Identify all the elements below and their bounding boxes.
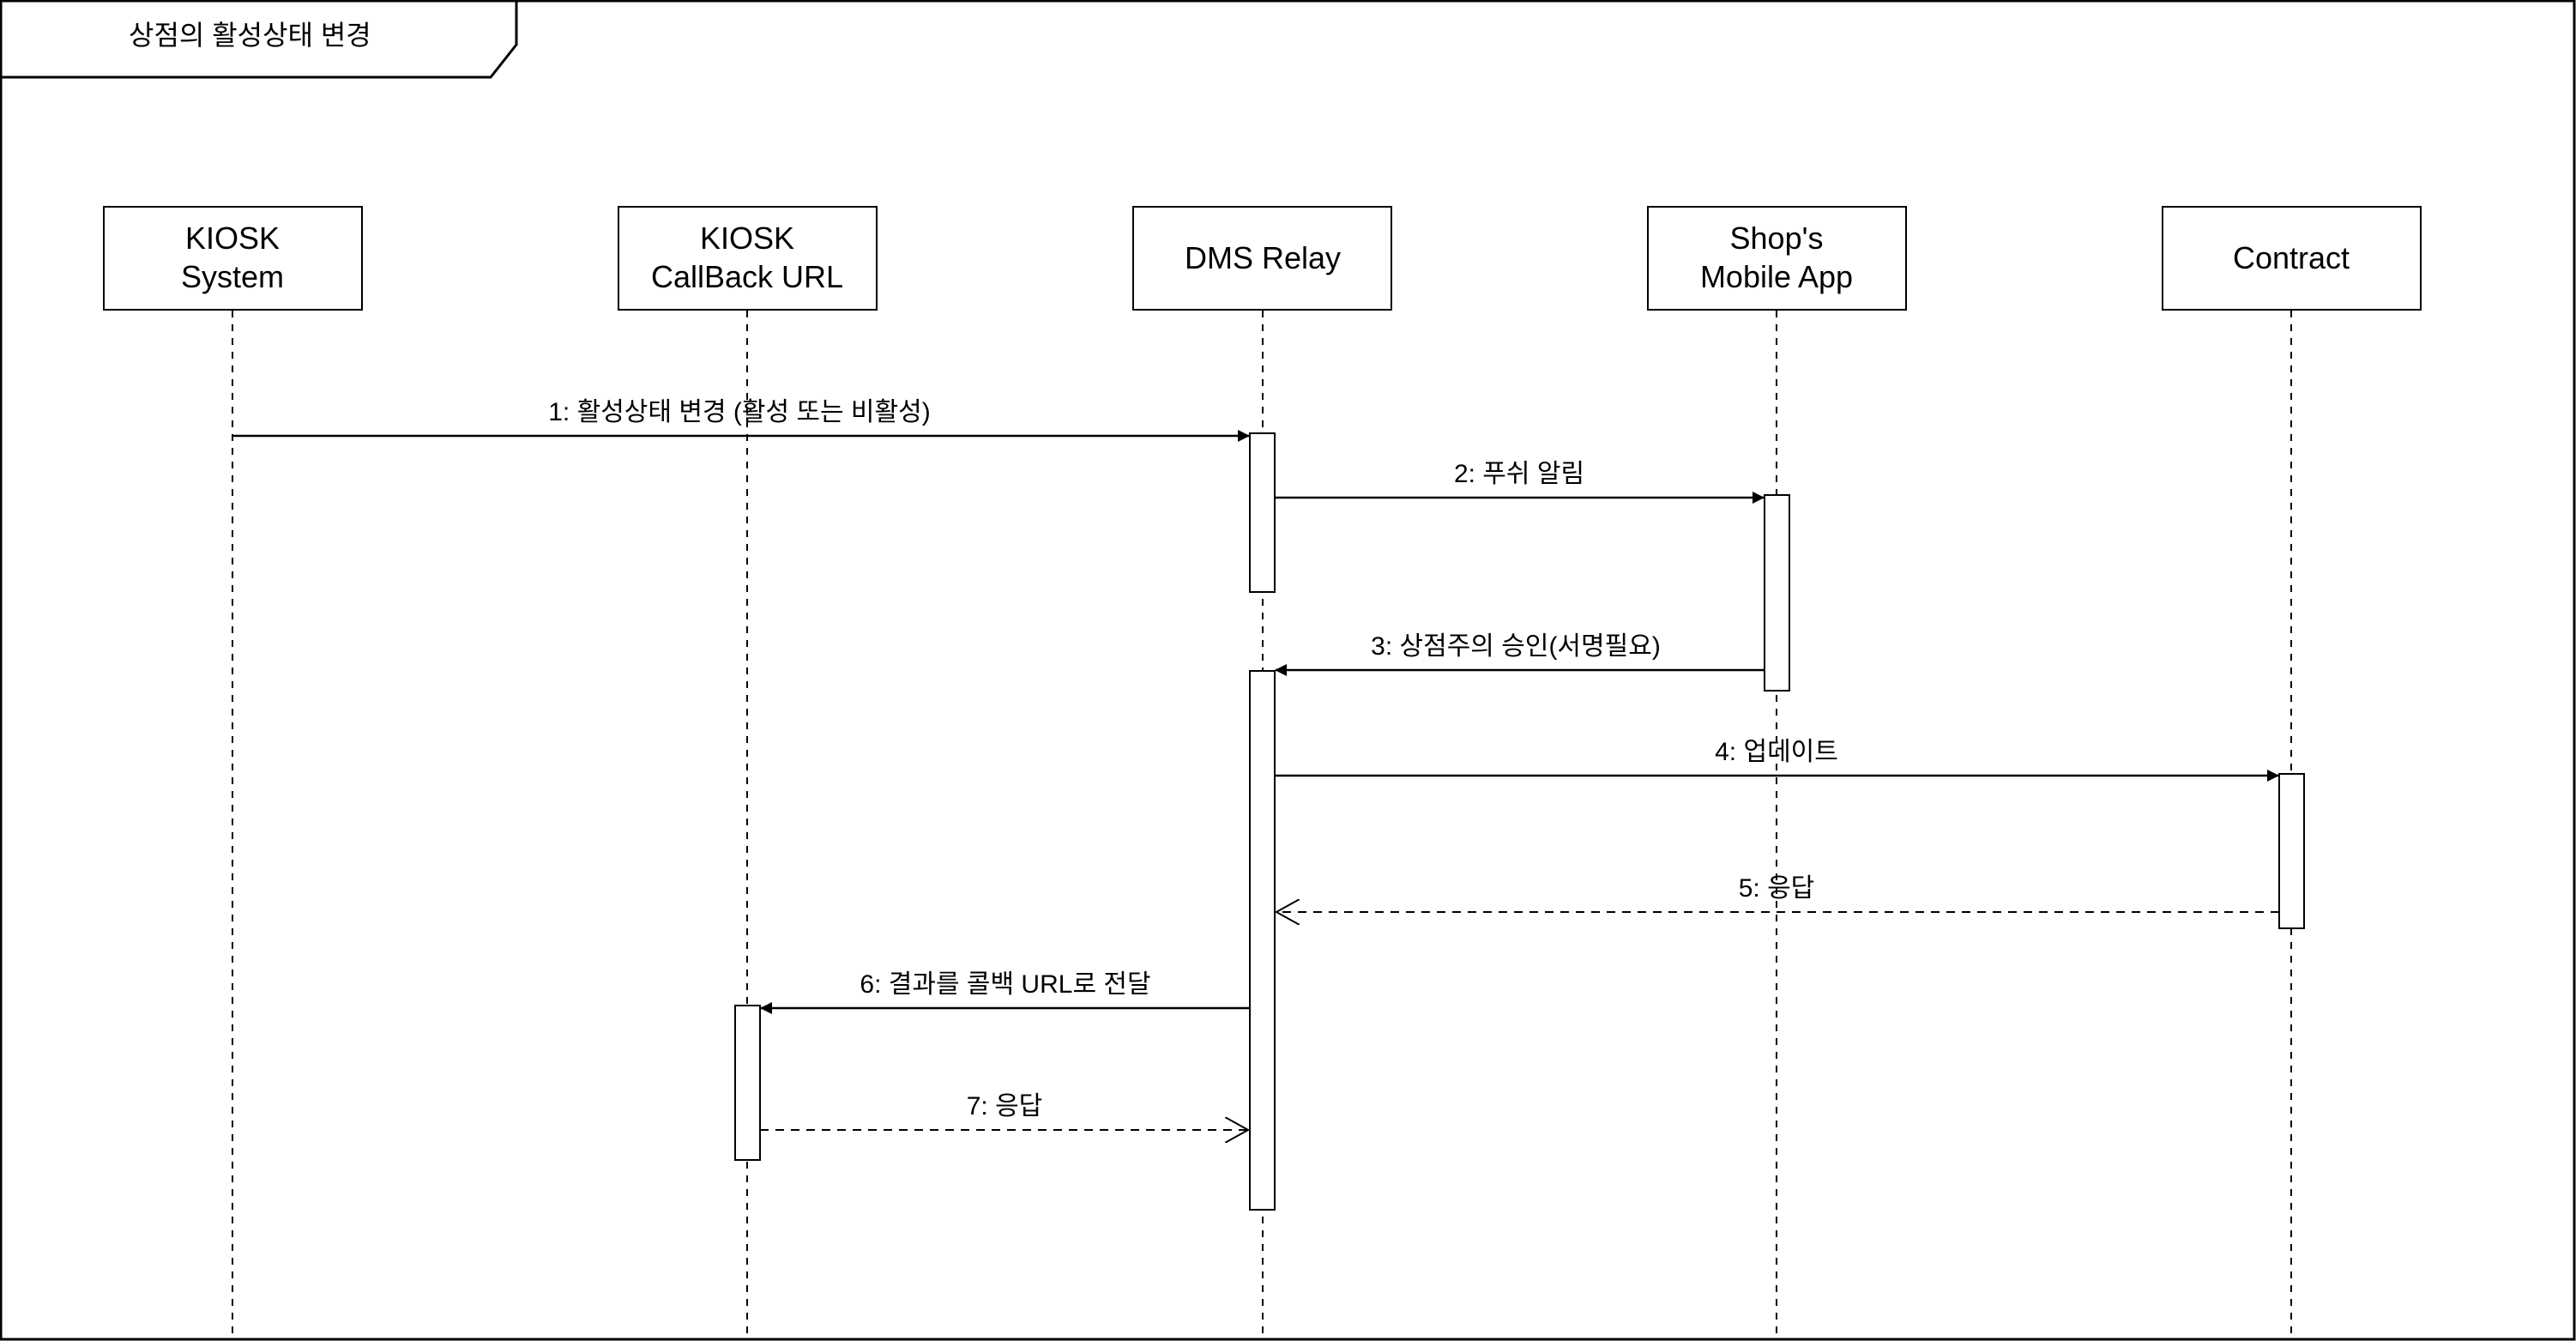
message-2: 2: 푸쉬 알림 xyxy=(1275,460,1765,504)
participant-label-line: Mobile App xyxy=(1700,259,1853,294)
activation-shop xyxy=(1764,494,1790,692)
participant-callback: KIOSK CallBack URL xyxy=(618,206,878,311)
participant-dms: DMS Relay xyxy=(1132,206,1392,311)
participant-contract: Contract xyxy=(2162,206,2422,311)
message-label: 2: 푸쉬 알림 xyxy=(1454,460,1584,488)
message-label: 5: 응답 xyxy=(1739,874,1815,903)
activation-dms-1 xyxy=(1249,432,1276,593)
participant-label-line: CallBack URL xyxy=(651,259,843,294)
activations xyxy=(734,432,2305,1211)
participant-label-line: KIOSK xyxy=(185,220,280,256)
message-label: 6: 결과를 콜백 URL로 전달 xyxy=(860,970,1150,999)
participant-label-line: DMS Relay xyxy=(1185,240,1341,275)
message-label: 1: 활성상태 변경 (활성 또는 비활성) xyxy=(548,398,930,426)
message-4: 4: 업데이트 xyxy=(1275,738,2279,782)
activation-callback xyxy=(734,1005,761,1161)
message-1: 1: 활성상태 변경 (활성 또는 비활성) xyxy=(232,398,1250,442)
message-6: 6: 결과를 콜백 URL로 전달 xyxy=(760,970,1250,1014)
message-7: 7: 응답 xyxy=(760,1092,1248,1130)
participant-label-line: Contract xyxy=(2233,240,2350,275)
participant-kiosk: KIOSK System xyxy=(103,206,363,311)
participant-shop: Shop's Mobile App xyxy=(1647,206,1907,311)
frame-title: 상점의 활성상태 변경 xyxy=(129,20,371,51)
message-label: 7: 응답 xyxy=(967,1092,1043,1121)
participant-label-line: Shop's xyxy=(1730,220,1824,256)
participant-label-line: KIOSK xyxy=(700,220,794,256)
message-label: 3: 상점주의 승인(서명필요) xyxy=(1371,632,1661,661)
activation-contract xyxy=(2278,773,2305,929)
message-label: 4: 업데이트 xyxy=(1715,738,1838,766)
activation-dms-2 xyxy=(1249,670,1276,1211)
message-3: 3: 상점주의 승인(서명필요) xyxy=(1275,632,1765,676)
frame-title-tab xyxy=(1,1,518,79)
message-5: 5: 응답 xyxy=(1276,874,2279,912)
participant-label-line: System xyxy=(181,259,284,294)
